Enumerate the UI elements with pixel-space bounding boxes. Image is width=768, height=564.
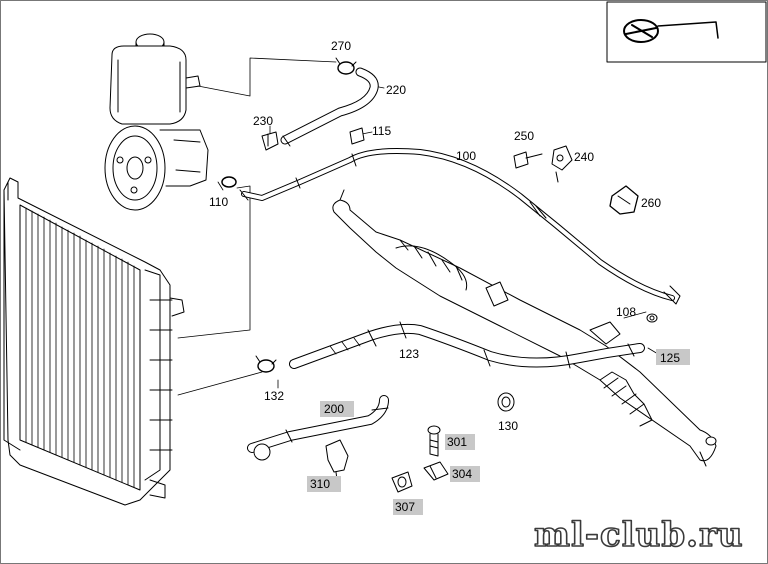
clamp-230 [261,131,279,151]
watermark-text: ml-club.ru [534,515,744,555]
grommet-130 [497,392,515,412]
clip-260 [609,185,639,215]
bracket-240 [551,145,573,183]
part-number-230: 230 [253,114,273,128]
fitting-108 [646,313,658,323]
power-steering-pump [104,33,209,211]
leader-lines [177,57,659,396]
part-number-100: 100 [456,149,476,163]
grommet-307 [391,471,413,493]
radiator [3,177,185,506]
return-hose-220 [280,67,379,147]
seal-110 [221,176,237,188]
sleeve-115 [349,127,365,145]
part-number-115: 115 [372,124,391,138]
hose-200 [247,395,389,461]
steering-rack [332,189,717,467]
part-number-307: 307 [395,500,415,514]
part-number-310: 310 [310,477,330,491]
part-number-270: 270 [331,39,351,53]
part-number-200: 200 [324,402,344,416]
bolt-250 [513,151,543,169]
part-number-240: 240 [574,150,594,164]
part-number-250: 250 [514,129,534,143]
part-number-125: 125 [660,351,680,365]
inset-box [606,1,767,63]
clamp-270 [335,57,357,75]
part-number-130: 130 [498,419,518,433]
hose-123 [289,321,645,369]
part-number-220: 220 [386,83,406,97]
clamp-132 [255,355,277,373]
steering-wheel-icon [623,19,719,43]
pressure-line-100 [239,148,681,305]
part-number-110: 110 [209,195,228,209]
part-number-301: 301 [447,435,467,449]
label-tags [307,349,690,515]
part-number-304: 304 [452,467,472,481]
part-numbers: 270 220 230 115 250 100 240 110 260 108 … [209,39,680,514]
part-number-132: 132 [264,389,284,403]
part-number-123: 123 [399,347,419,361]
clip-304 [423,461,449,481]
bolt-301 [427,425,441,457]
part-number-108: 108 [616,305,636,319]
part-number-260: 260 [641,196,661,210]
